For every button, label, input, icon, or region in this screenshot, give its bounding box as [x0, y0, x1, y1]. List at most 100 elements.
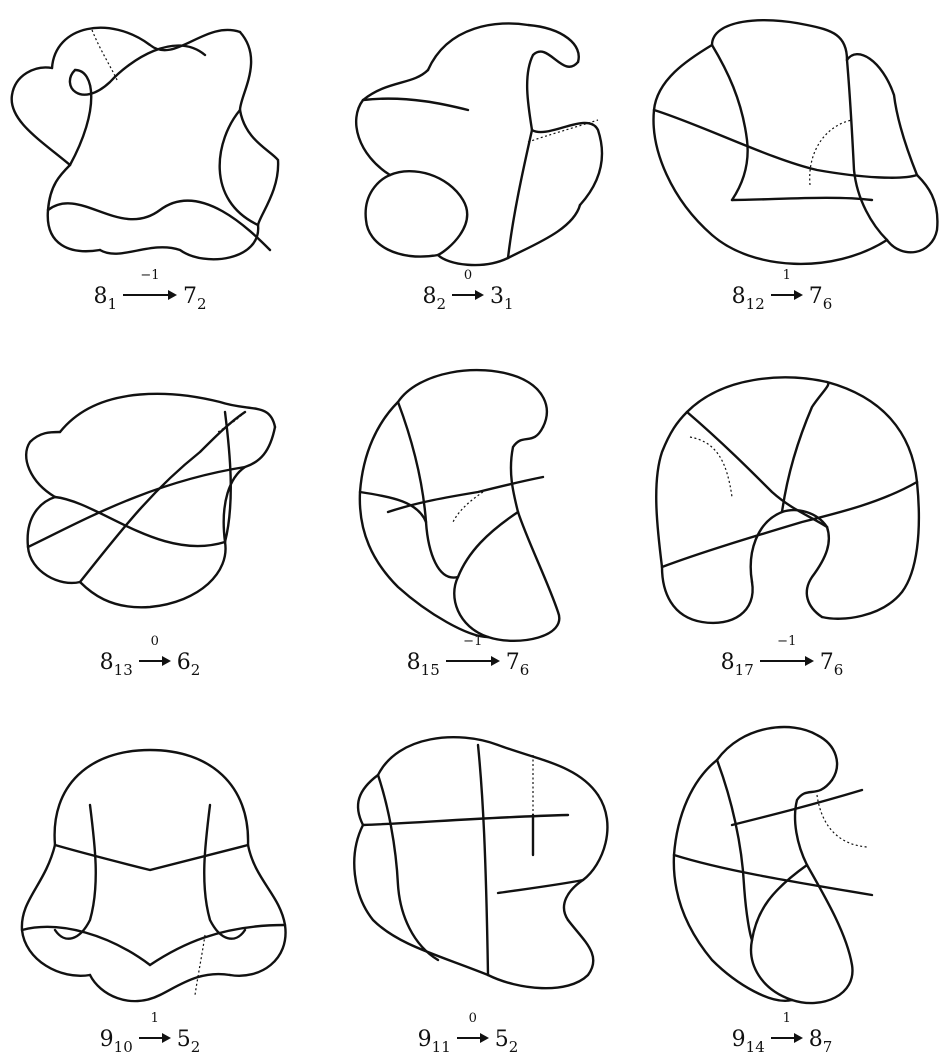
target-knot-number: 7 — [808, 284, 823, 309]
9-11-knot-diagram — [353, 736, 609, 990]
8-13-knot-diagram — [25, 392, 277, 609]
target-knot-subscript: 6 — [822, 295, 833, 313]
knot-strand — [652, 108, 919, 179]
8-12-knot-caption: 812 1 76 — [632, 268, 932, 313]
knot-strand — [223, 410, 232, 544]
knot-strand — [660, 565, 754, 625]
arrow-icon: 1 — [138, 1011, 171, 1050]
arrow-head — [793, 290, 803, 300]
arrow-shaft — [138, 660, 163, 662]
target-knot-number: 8 — [808, 1027, 823, 1052]
knot-strand — [710, 18, 849, 62]
knot-strand — [20, 923, 287, 967]
knot-strand — [506, 128, 534, 260]
knot-number: 8 — [422, 284, 437, 309]
knot-strand — [525, 50, 580, 132]
knot-strand — [672, 758, 794, 1002]
8-12-knot-cell: 812 1 76 — [632, 0, 939, 340]
knot-strand — [10, 66, 72, 167]
knot-strand — [845, 58, 889, 242]
arrow-label: −1 — [140, 268, 160, 283]
knot-strand — [388, 170, 469, 257]
knot-strand — [486, 510, 561, 643]
knot-strand — [53, 803, 97, 940]
dotted-arc — [194, 934, 206, 996]
knot-strand — [354, 68, 430, 177]
arrow-head — [161, 1033, 171, 1043]
knot-strand — [358, 490, 428, 524]
arrow-head — [479, 1033, 489, 1043]
knot-strand — [361, 97, 470, 112]
target-knot-number: 5 — [176, 1027, 191, 1052]
arrow-shaft — [445, 660, 492, 662]
knot-strand — [476, 743, 490, 977]
target-knot-number: 6 — [176, 650, 191, 675]
knot-strand — [25, 430, 62, 499]
knot-number: 9 — [99, 1027, 114, 1052]
knot-strand — [218, 108, 260, 227]
knot-strand — [53, 748, 250, 847]
knot-strand — [509, 425, 545, 514]
arrow-icon: −1 — [759, 634, 814, 673]
9-10-knot-diagram — [20, 748, 287, 1003]
8-15-knot-diagram — [358, 368, 561, 643]
knot-strand — [715, 725, 839, 782]
knot-number: 8 — [406, 650, 421, 675]
arrow-label: 1 — [782, 268, 791, 283]
arrow-head — [168, 290, 177, 300]
arrow-icon: −1 — [123, 268, 177, 307]
arrow-shaft — [770, 294, 795, 296]
dotted-arc — [816, 794, 868, 848]
target-knot-subscript: 6 — [519, 661, 530, 679]
knot-strand — [790, 863, 854, 1005]
knot-strand — [376, 773, 440, 962]
9-14-knot-diagram — [672, 725, 874, 1005]
arrow-icon: 0 — [452, 268, 484, 307]
knot-subscript: 10 — [113, 1038, 133, 1056]
arrow-shaft — [123, 294, 169, 296]
knot-strand — [710, 43, 749, 202]
knot-strand — [356, 773, 380, 827]
knot-strand — [845, 53, 919, 177]
arrow-shaft — [759, 660, 806, 662]
knot-subscript: 12 — [745, 295, 765, 313]
knot-strand — [793, 778, 834, 867]
knot-strand — [715, 758, 754, 942]
knot-strand — [364, 173, 440, 258]
knot-number: 8 — [731, 284, 746, 309]
8-17-knot-diagram — [655, 376, 921, 625]
arrow-label: −1 — [463, 634, 483, 649]
dotted-arc — [809, 119, 853, 186]
arrow-shaft — [770, 1037, 795, 1039]
8-12-knot-diagram — [652, 18, 939, 266]
arrow-icon: 1 — [770, 1011, 803, 1050]
knot-strand — [78, 410, 247, 584]
target-knot-number: 7 — [505, 650, 520, 675]
knot-subscript: 1 — [107, 295, 117, 313]
knot-subscript: 17 — [734, 661, 754, 679]
arrow-label: 1 — [782, 1011, 791, 1026]
target-knot-number: 7 — [819, 650, 834, 675]
knot-strand — [386, 475, 545, 514]
knot-strand — [238, 30, 280, 227]
knot-subscript: 2 — [436, 295, 446, 313]
target-knot-number: 7 — [183, 284, 197, 309]
arrow-head — [793, 1033, 803, 1043]
dotted-arc — [452, 491, 484, 523]
arrow-label: 0 — [468, 1011, 477, 1026]
knot-strand — [749, 863, 809, 1002]
knot-strand — [68, 44, 207, 96]
knot-strand — [660, 480, 919, 569]
knot-strand — [655, 410, 689, 569]
target-knot-subscript: 2 — [190, 661, 201, 679]
knot-strand — [486, 918, 595, 990]
knot-strand — [730, 788, 864, 827]
target-knot-subscript: 2 — [508, 1038, 519, 1056]
knot-strand — [396, 400, 460, 579]
